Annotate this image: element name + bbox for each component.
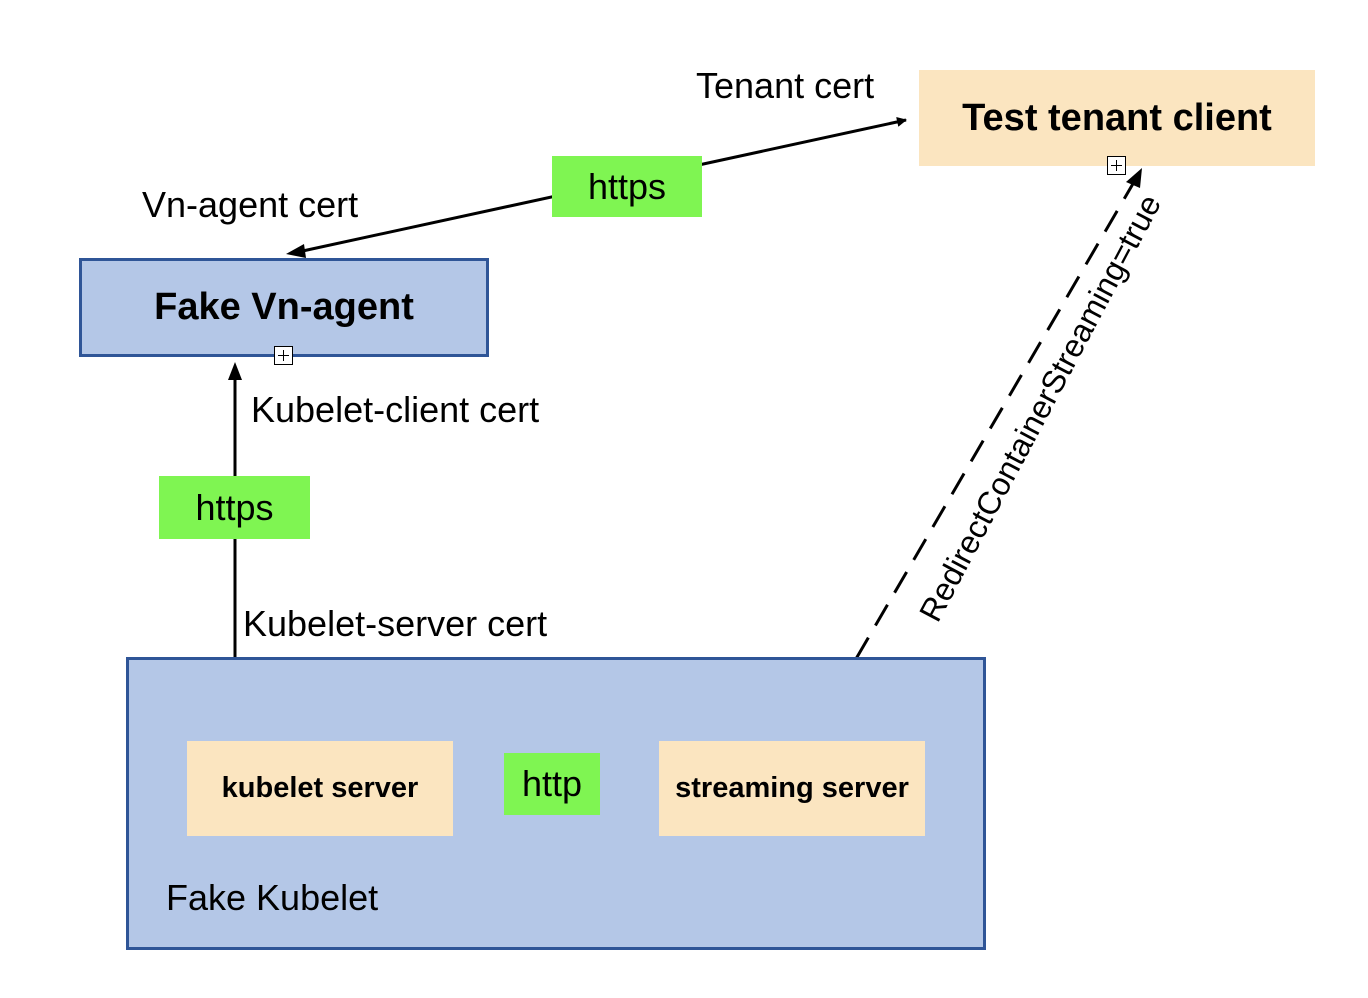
protocol-label-agent-tenant: https	[587, 165, 667, 207]
vn-agent-cert-label: Vn-agent cert	[142, 184, 359, 225]
protocol-badge-agent-tenant: https	[552, 156, 702, 217]
protocol-label-agent-kubelet: https	[195, 486, 274, 528]
expand-icon[interactable]	[274, 346, 293, 365]
arrowhead-agent-up	[228, 362, 242, 380]
connector-redirect	[816, 181, 1136, 725]
expand-icon[interactable]	[1107, 156, 1126, 175]
kubelet-server-box: kubelet server	[187, 741, 453, 836]
fake-vn-agent-label: Fake Vn-agent	[154, 286, 414, 328]
kubelet-client-cert-label: Kubelet-client cert	[251, 389, 540, 430]
arrowhead-agent	[286, 244, 306, 258]
fake-kubelet-label: Fake Kubelet	[166, 877, 379, 918]
arrowhead-redirect-top	[1126, 168, 1142, 188]
protocol-badge-agent-kubelet: https	[159, 476, 310, 539]
protocol-label-kubelet-internal: http	[521, 763, 583, 804]
tenant-cert-label: Tenant cert	[696, 65, 875, 106]
kubelet-server-label: kubelet server	[221, 772, 419, 804]
test-tenant-client-label: Test tenant client	[962, 96, 1272, 139]
kubelet-server-cert-label: Kubelet-server cert	[243, 603, 548, 644]
streaming-server-label: streaming server	[675, 772, 909, 804]
test-tenant-client-box: Test tenant client	[919, 70, 1315, 166]
fake-vn-agent-box: Fake Vn-agent	[79, 258, 489, 357]
streaming-server-box: streaming server	[659, 741, 925, 836]
protocol-badge-kubelet-internal: http	[504, 753, 600, 815]
